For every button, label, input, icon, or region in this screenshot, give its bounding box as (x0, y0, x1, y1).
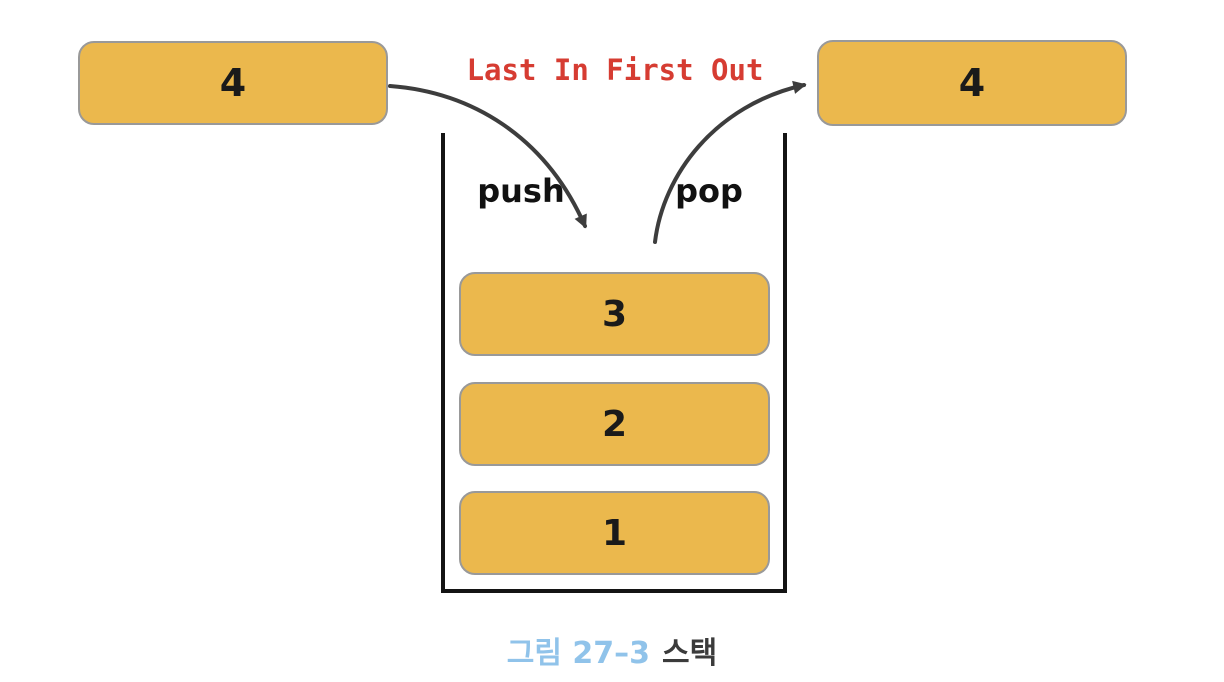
stack-item: 1 (459, 491, 770, 575)
outgoing-value-box: 4 (817, 40, 1127, 126)
stack-item: 2 (459, 382, 770, 466)
push-label: push (477, 172, 565, 210)
figure-caption: 그림 27–3 스택 (0, 628, 1224, 672)
incoming-value: 4 (219, 61, 247, 105)
stack-item: 3 (459, 272, 770, 356)
stack-item-value: 2 (601, 403, 628, 445)
stack-item-value: 3 (601, 293, 628, 335)
outgoing-value: 4 (958, 61, 986, 105)
figure-caption-title: 스택 (662, 636, 718, 671)
lifo-title: Last In First Out (466, 53, 764, 87)
figure-caption-label: 그림 27–3 (506, 636, 651, 671)
incoming-value-box: 4 (78, 41, 388, 125)
pop-label: pop (675, 172, 743, 210)
stack-item-value: 1 (601, 512, 628, 554)
stack-container: 3 2 1 (441, 133, 787, 593)
